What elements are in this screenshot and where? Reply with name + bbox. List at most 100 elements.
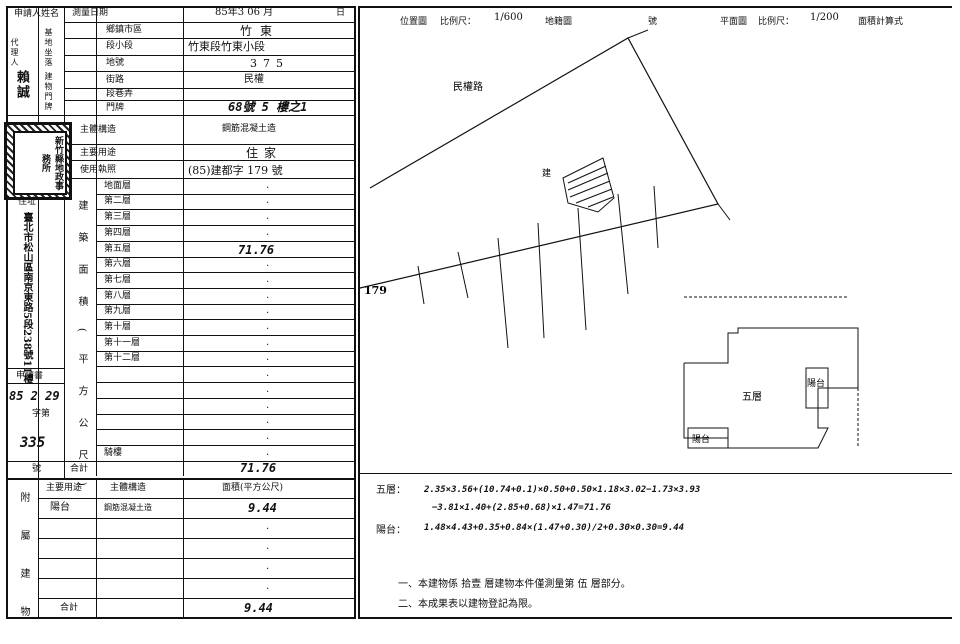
note-2: 二、本成果表以建物登記為限。 — [398, 599, 538, 610]
lot-label: 地號 — [106, 58, 125, 68]
floor-total-label: 合計 — [70, 464, 89, 474]
survey-date: 85年3 06 月 — [215, 7, 274, 18]
floor-row-label: 地面層 — [104, 180, 132, 191]
street-label: 街路 — [106, 75, 125, 85]
floor-row-label: 第三層 — [104, 212, 132, 223]
floor-row-label: 第十一層 — [104, 337, 141, 348]
applicant-label: 申請人姓名 — [14, 9, 60, 19]
floor-row-label: 第五層 — [104, 243, 132, 254]
floor-row-value: . — [266, 336, 270, 348]
official-stamp: 新竹縣地政事務所 — [4, 122, 72, 200]
road-label: 民權路 — [453, 80, 483, 93]
section-value: 竹東段竹東小段 — [188, 40, 265, 53]
floor-row-value: . — [266, 226, 270, 238]
floor-row-label: 第九層 — [104, 306, 132, 317]
floor-row-value: 71.76 — [238, 242, 275, 257]
application-label: 申請書 — [16, 371, 44, 381]
calc-floor-label: 五層： — [376, 485, 406, 496]
building-mark: 建 — [542, 167, 551, 179]
floor-row-value: . — [266, 368, 270, 380]
calc-floor-line2: −3.81×1.40+(2.85+0.68)×1.47=71.76 — [432, 503, 611, 513]
note-1: 一、本建物係 拾壹 層建物本件僅測量第 伍 層部分。 — [398, 579, 631, 590]
location-scale-label: 比例尺： — [440, 17, 477, 27]
application-no: 335 — [20, 435, 46, 451]
plan-scale-label: 比例尺： — [758, 17, 795, 27]
floor-row-value: . — [266, 430, 270, 442]
floor-row-label: 第二層 — [104, 196, 132, 207]
permit-label: 使用執照 — [80, 165, 117, 175]
annex-row-structure: 鋼筋混凝土造 — [104, 503, 152, 512]
balcony-label-left: 陽台 — [692, 433, 710, 445]
floor-row-value: . — [266, 446, 270, 458]
floor-row-value: . — [266, 321, 270, 332]
floor-section-label: 建築面積(平方公尺) — [76, 200, 87, 508]
annex-row-area: . — [266, 521, 270, 532]
annex-row-use: 陽台 — [50, 502, 70, 513]
area-calc-label: 面積計算式 — [858, 17, 904, 27]
floor-row-value: . — [266, 195, 270, 207]
land-map-label: 地籍圖 — [545, 17, 573, 27]
address-value: 臺北市松山區南京東路5段238號11樓 — [21, 212, 32, 384]
annex-row-area: 9.44 — [248, 501, 277, 515]
annex-row-area: . — [266, 581, 270, 592]
floor-row-label: 第四層 — [104, 227, 132, 238]
day-label: 日 — [336, 8, 346, 18]
land-map-hao: 號 — [648, 17, 658, 27]
floor-row-value: . — [266, 211, 270, 223]
site-plan-drawing: 民權路 建 179 五層 陽台 陽台 — [359, 29, 859, 449]
boundary-ticks — [417, 185, 659, 349]
floor-row-value: . — [266, 415, 270, 427]
balcony-label-right: 陽台 — [807, 377, 825, 389]
floor-row-label: 第七層 — [104, 274, 132, 285]
lot-value: 375 — [250, 57, 289, 70]
applicant-name: 賴誠 — [14, 70, 29, 100]
annex-structure-header: 主體構造 — [110, 483, 147, 493]
survey-form: 地面層. 第二層. 第三層. 第四層. 第五層 71.76 第六層. 第七層. 第八層. 第九層.… — [0, 0, 356, 644]
floor-label: 五層 — [742, 391, 762, 403]
door-value: 68號 5 樓之1 — [228, 100, 308, 114]
floor-row-value: . — [266, 352, 270, 364]
calc-floor-line1: 2.35×3.56+(10.74+0.1)×0.50+0.50×1.18×3.0… — [424, 485, 701, 495]
floor-row-value: . — [266, 289, 270, 301]
permit-value: (85)建都字 179 號 — [188, 164, 283, 177]
calc-balcony-label: 陽台： — [376, 525, 406, 536]
structure-value: 鋼筋混凝土造 — [222, 124, 277, 134]
survey-date-label: 測量日期 — [72, 8, 109, 18]
lot-number: 179 — [364, 284, 387, 297]
annex-row-area: . — [266, 541, 270, 552]
section-label: 段小段 — [106, 41, 134, 51]
plan-label: 平面圖 — [720, 17, 748, 27]
location-map-label: 位置圖 — [400, 17, 428, 27]
annex-row-area: . — [266, 561, 270, 572]
floor-row-label: 騎樓 — [104, 447, 123, 458]
building-footprint — [562, 157, 615, 213]
stamp-text: 新竹縣地政事務所 — [13, 131, 67, 195]
floor-row-value: . — [266, 305, 270, 317]
base-label: 基地坐落 — [44, 28, 53, 68]
hao-label: 號 — [32, 464, 42, 474]
building-door-label: 建物門牌 — [44, 72, 53, 112]
door-label: 門牌 — [106, 103, 125, 113]
floor-row-label: 第十層 — [104, 322, 132, 332]
floor-row-label: 第六層 — [104, 259, 132, 270]
floor-row-value: . — [266, 399, 270, 411]
lane-label: 段巷弄 — [106, 89, 134, 99]
floor-row-value: . — [266, 273, 270, 285]
application-no-label: 字第 — [32, 409, 51, 419]
annex-section-label: 附屬建物 — [18, 492, 29, 644]
street-value: 民權 — [244, 74, 264, 85]
annex-total-label: 合計 — [60, 603, 79, 613]
floor-row-value: . — [266, 258, 270, 270]
plan-scale: 1/200 — [810, 12, 839, 23]
structure-label: 主體構造 — [80, 125, 117, 135]
floor-row-label: 第八層 — [104, 290, 132, 301]
floor-plan — [683, 296, 859, 449]
floor-row-value: . — [266, 383, 270, 395]
township-value: 竹東 — [240, 24, 281, 38]
annex-area-header: 面積(平方公尺) — [222, 483, 284, 493]
use-label: 主要用途 — [80, 148, 117, 158]
floor-row-label: 第十二層 — [104, 353, 141, 364]
location-scale: 1/600 — [494, 12, 523, 23]
application-date: 85 2 29 — [9, 389, 60, 403]
floor-total-value: 71.76 — [240, 461, 277, 475]
